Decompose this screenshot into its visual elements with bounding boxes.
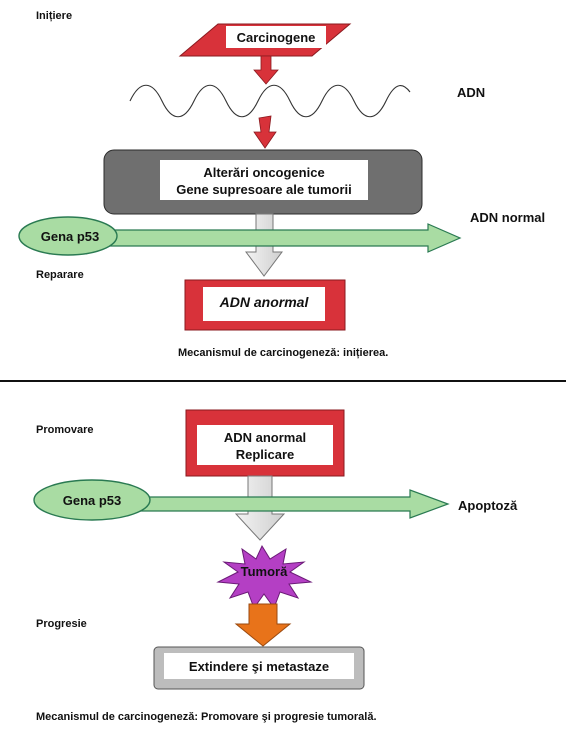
red-arrow-down bbox=[253, 55, 279, 85]
alterations-line1: Alterări oncogenice bbox=[203, 165, 324, 180]
p53-ellipse-1 bbox=[18, 216, 118, 256]
stage-label-promotion: Promovare bbox=[36, 424, 93, 436]
stage-label-progression: Progresie bbox=[36, 618, 87, 630]
p53-label-1: Gena p53 bbox=[41, 229, 100, 244]
carcinogen-label-box bbox=[226, 26, 326, 48]
apoptosis-label: Apoptoză bbox=[458, 498, 518, 513]
dna-label: ADN bbox=[457, 85, 485, 100]
p53-label-2: Gena p53 bbox=[63, 493, 122, 508]
extension-inner bbox=[164, 653, 354, 679]
abnormal-replication-inner bbox=[197, 425, 333, 465]
normal-dna-arrow bbox=[69, 223, 462, 253]
tumor-shape bbox=[216, 544, 313, 610]
dna-strand bbox=[129, 84, 411, 118]
abnormal-replication-line2: Replicare bbox=[236, 447, 295, 462]
abnormal-dna-label: ADN anormal bbox=[219, 294, 310, 310]
alterations-inner bbox=[160, 160, 368, 200]
damage-arrow bbox=[253, 115, 277, 149]
extension-label: Extindere şi metastaze bbox=[189, 659, 329, 674]
alterations-line2: Gene supresoare ale tumorii bbox=[176, 182, 352, 197]
stage-label-initiation: Inițiere bbox=[36, 10, 72, 22]
p53-ellipse-2 bbox=[33, 479, 151, 521]
orange-arrow-down bbox=[234, 603, 292, 647]
abnormal-replication-line1: ADN anormal bbox=[224, 430, 306, 445]
tumor-label: Tumoră bbox=[241, 564, 288, 579]
carcinogen-label: Carcinogene bbox=[237, 30, 316, 45]
caption-promotion: Mecanismul de carcinogeneză: Promovare ş… bbox=[36, 711, 377, 723]
repair-label: Reparare bbox=[36, 269, 84, 281]
caption-initiation: Mecanismul de carcinogeneză: inițierea. bbox=[178, 347, 388, 359]
normal-dna-label: ADN normal bbox=[470, 210, 545, 225]
abnormal-dna-inner bbox=[203, 287, 325, 321]
apoptosis-arrow bbox=[139, 489, 450, 519]
